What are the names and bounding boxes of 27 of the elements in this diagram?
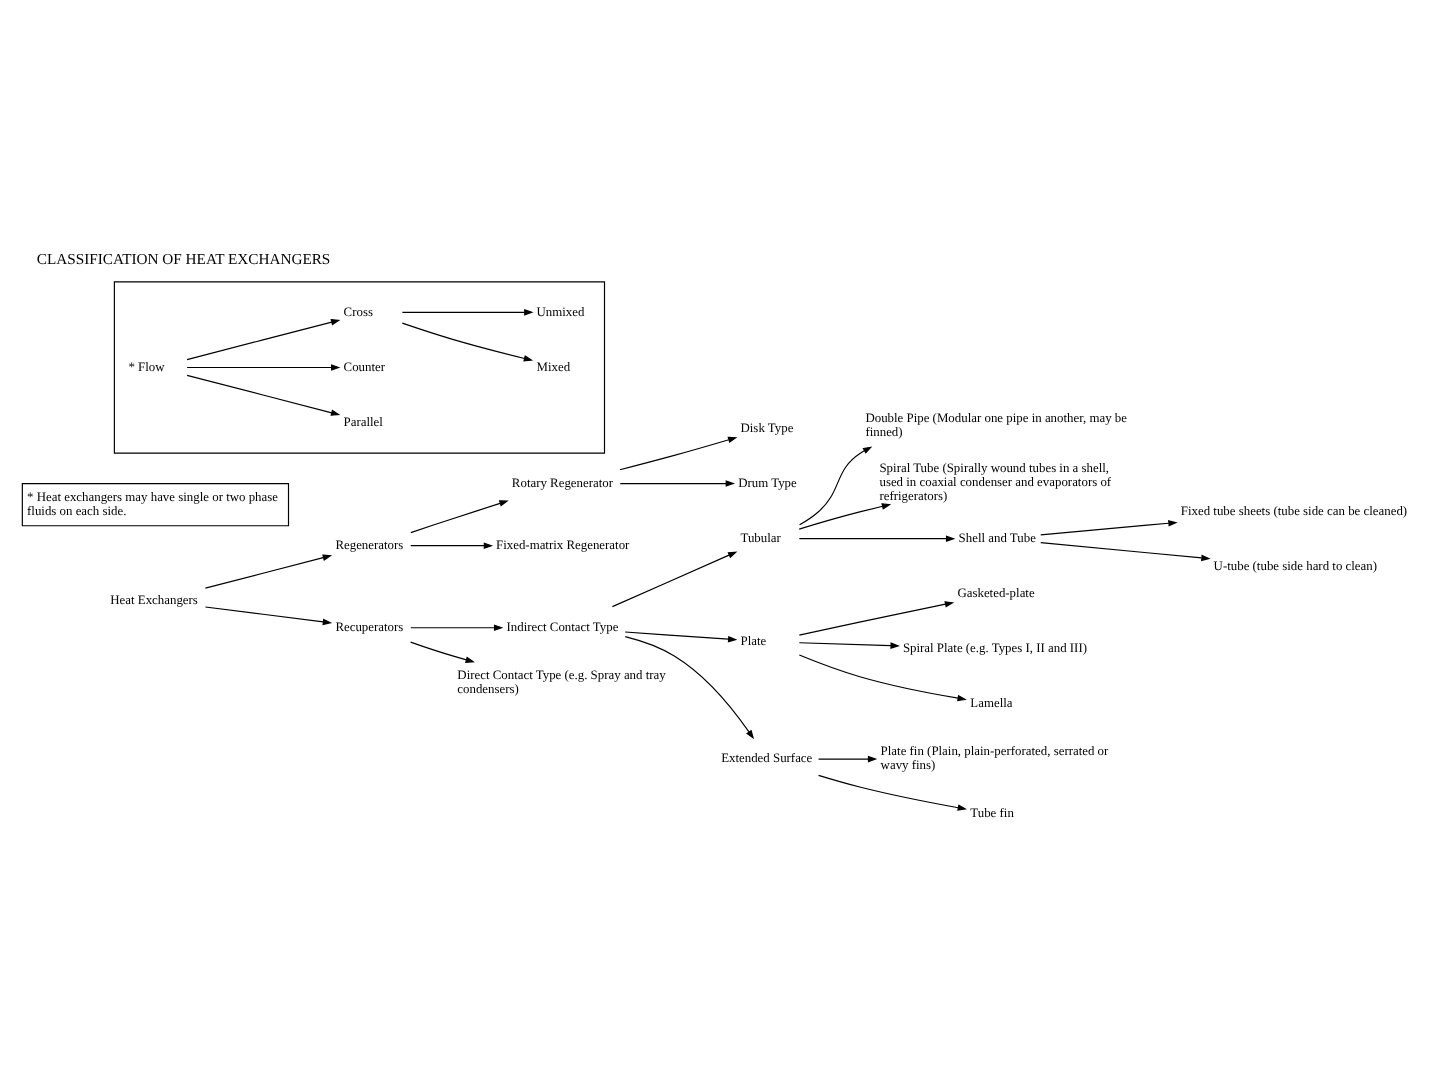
arrow <box>410 640 475 662</box>
arrow <box>798 534 956 541</box>
arrow <box>186 373 341 415</box>
arrow <box>410 541 494 548</box>
arrow <box>798 653 967 701</box>
arrow <box>186 363 341 370</box>
arrow <box>818 754 878 762</box>
arrow <box>1040 518 1178 535</box>
arrow <box>410 499 509 533</box>
arrow <box>401 308 534 315</box>
arrow <box>204 553 333 588</box>
arrow <box>817 773 968 810</box>
cluster <box>113 280 606 453</box>
arrow <box>798 641 900 648</box>
arrow <box>186 318 341 360</box>
arrow <box>204 605 333 625</box>
arrow <box>798 502 892 529</box>
arrow <box>619 479 735 486</box>
arrow <box>619 435 738 470</box>
arrow <box>799 445 873 525</box>
arrow <box>611 550 738 607</box>
arrow <box>624 630 738 642</box>
arrow <box>798 600 955 635</box>
arrow <box>401 321 534 361</box>
arrow <box>1040 541 1211 561</box>
arrow <box>410 623 504 631</box>
arrow <box>624 635 755 739</box>
